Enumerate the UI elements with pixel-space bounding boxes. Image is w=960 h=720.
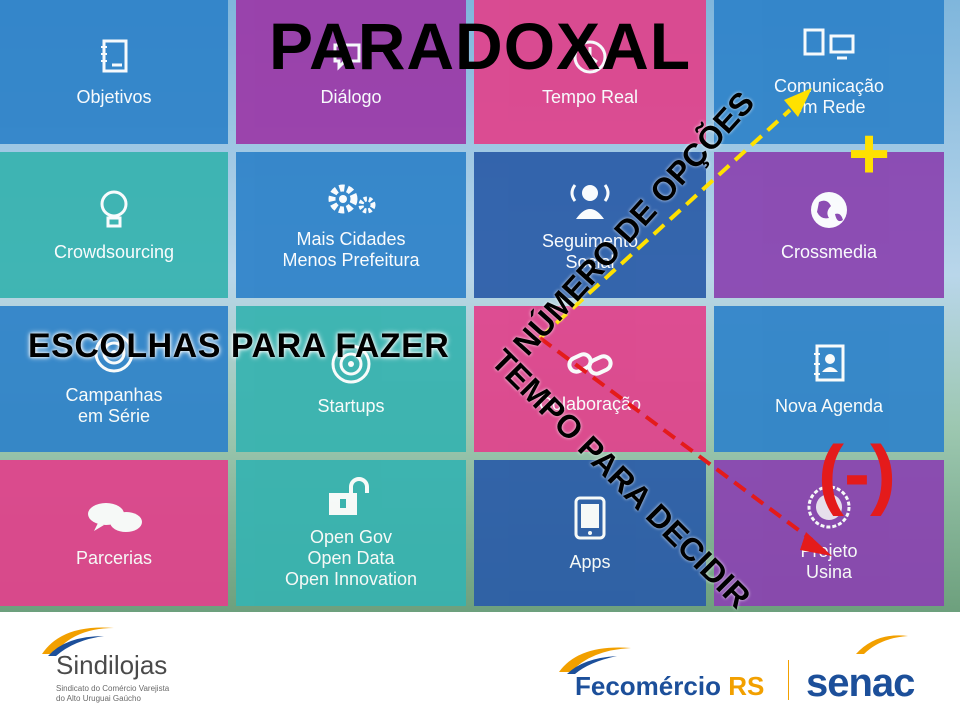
network-devices-icon: [803, 28, 855, 60]
tile-label: Nova Agenda: [774, 395, 884, 416]
tile-label: Diálogo: [320, 86, 382, 107]
senac-name: senac: [806, 661, 915, 705]
tile-label: Campanhas em Série: [65, 385, 163, 426]
tile-dialogo: Diálogo: [236, 0, 466, 144]
address-book-icon: [814, 344, 845, 381]
tile-mais-cidades: Mais Cidades Menos Prefeitura: [236, 152, 466, 298]
tile-label: Crossmedia: [780, 241, 878, 262]
speech-bubbles-icon: [88, 502, 142, 532]
tile-objetivos: Objetivos: [0, 0, 228, 144]
lightbulb-icon: [100, 190, 128, 227]
sindilojas-subtitle: Sindicato do Comércio Varejista do Alto …: [56, 684, 170, 703]
dialog-icon: [333, 43, 361, 71]
plus-sign: +: [848, 114, 891, 194]
tile-label: Projeto Usina: [800, 541, 858, 582]
logo-divider: [788, 660, 789, 700]
person-signal-icon: [570, 184, 610, 219]
tile-startups: Startups: [236, 306, 466, 452]
tile-open-gov: Open Gov Open Data Open Innovation: [236, 460, 466, 606]
tile-parcerias: Parcerias: [0, 460, 228, 606]
minus-sign: (-): [818, 429, 896, 517]
senac-logo-icon: [856, 635, 908, 654]
slide-title: PARADOXAL: [268, 9, 692, 83]
tile-label: Startups: [317, 395, 385, 416]
tile-campanhas-em-serie: Campanhas em Série: [0, 306, 228, 452]
fecomercio-logo-icon: [559, 647, 631, 674]
fecomercio-rs: RS: [728, 671, 765, 701]
sindilojas-logo-icon: [42, 627, 114, 656]
tile-label: Comunicação em Rede: [773, 76, 885, 117]
fecomercio-name: Fecomércio: [575, 671, 721, 701]
gears-icon: [328, 184, 376, 214]
target-icon: [94, 333, 134, 373]
left-caption: ESCOLHAS PARA FAZER: [28, 327, 450, 365]
tablet-icon: [574, 496, 606, 539]
sindilojas-name: Sindilojas: [56, 650, 168, 680]
tile-crowdsourcing: Crowdsourcing: [0, 152, 228, 298]
footer: [0, 612, 960, 720]
chain-link-icon: [567, 351, 613, 376]
globe-icon: [811, 191, 847, 228]
tile-label: Parcerias: [75, 547, 153, 568]
fecomercio-logo: Fecomércio RS: [575, 671, 764, 702]
notebook-icon: [101, 39, 128, 72]
tile-label: Objetivos: [76, 86, 152, 107]
target-icon: [331, 344, 371, 383]
tile-label: Open Gov Open Data Open Innovation: [284, 526, 418, 589]
clock-icon: [573, 40, 607, 73]
tile-label: Tempo Real: [541, 86, 639, 107]
tile-label: Crowdsourcing: [53, 241, 175, 262]
tile-label: Mais Cidades Menos Prefeitura: [282, 229, 420, 270]
tile-label: Apps: [569, 551, 611, 572]
unlocked-padlock-icon: [329, 476, 369, 515]
tile-crossmedia: Crossmedia: [714, 152, 944, 298]
